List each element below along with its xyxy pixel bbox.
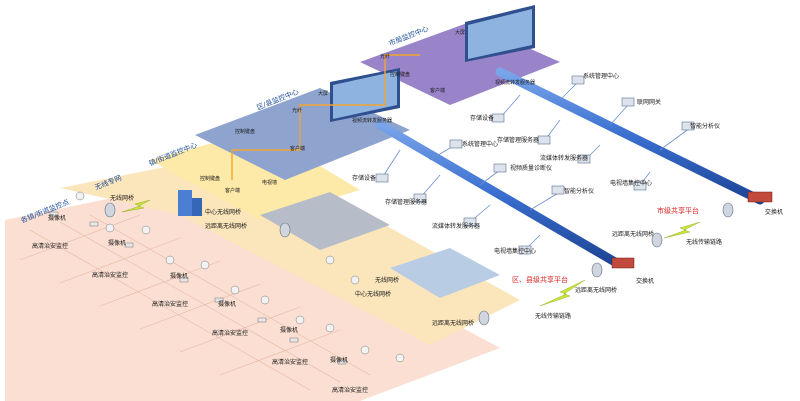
camera-label-6: 摄像机 — [330, 356, 348, 364]
district-vserver-label: 视频流转发服务器 — [352, 117, 392, 124]
district-keyboard-label: 控制键盘 — [235, 128, 255, 135]
city-remote-bridge-label: 远距离无线网桥 — [612, 230, 654, 238]
center-bridge-label-1: 中心无线网桥 — [205, 208, 241, 216]
district-big-screen — [330, 68, 400, 122]
camera-grid — [19, 214, 371, 391]
street-center-platform-2 — [390, 248, 500, 298]
district-client-label: 客户端 — [290, 145, 305, 152]
city-tvwall-ctrl-label: 电视墙集控中心 — [610, 179, 652, 187]
city-wireless-link-label: 无线传输链路 — [686, 238, 722, 246]
city-vserver-label: 视频流转发服务器 — [495, 79, 535, 86]
city-gateway-label: 联网网关 — [637, 98, 661, 106]
wireless-link-bolts — [121, 199, 701, 307]
street-center-platform — [260, 192, 390, 250]
street-center-zone — [150, 130, 360, 220]
city-screen-label: 大屏 — [455, 29, 465, 36]
district-share-platform-label: 区、县级共享平台 — [512, 275, 568, 284]
district-media-label: 流媒体转发服务器 — [432, 222, 480, 230]
hd-monitoring-label-2: 高清治安监控 — [92, 271, 128, 279]
camera-label-3: 摄像机 — [170, 272, 188, 280]
city-sysmgmt-label: 系统管理中心 — [583, 72, 619, 80]
district-analyzer-label: 智能分析仪 — [564, 187, 594, 195]
camera-label-5: 摄像机 — [280, 326, 298, 334]
center-bridge-label-2: 中心无线网桥 — [355, 290, 391, 298]
camera-label-2: 摄像机 — [108, 239, 126, 247]
antenna-icon — [104, 202, 734, 326]
camera-label-4: 摄像机 — [218, 300, 236, 308]
city-switch-label: 交换机 — [765, 208, 783, 216]
hd-monitoring-label-5: 高清治安监控 — [272, 358, 308, 366]
district-sysmgmt-label: 系统管理中心 — [462, 140, 498, 148]
fiber-label-2: 光纤 — [292, 107, 302, 114]
wireless-bridge-label-2: 无线网桥 — [375, 276, 399, 284]
servers — [375, 75, 695, 255]
hd-monitoring-label-4: 高清治安监控 — [212, 329, 248, 337]
street-tvwall-label: 电视墙 — [262, 179, 277, 186]
district-storage-mgmt-label: 存储管理服务器 — [385, 198, 427, 206]
street-keyboard-label: 控制键盘 — [200, 175, 220, 182]
camera-label-1: 摄像机 — [48, 214, 66, 222]
district-switch-label: 交换机 — [636, 277, 654, 285]
city-media-label: 流媒体转发服务器 — [540, 154, 588, 162]
city-keyboard-label: 控制键盘 — [390, 71, 410, 78]
street-zone-yellow — [60, 150, 520, 345]
switch-icon — [611, 191, 773, 269]
wireless-bridge-label-1: 无线网桥 — [110, 194, 134, 202]
point-zone-pink — [5, 182, 500, 401]
building-icon — [178, 190, 202, 216]
hd-monitoring-label-6: 高清治安监控 — [332, 386, 368, 394]
backbone-pipes — [375, 67, 765, 267]
district-wireless-link-label: 无线传输链路 — [535, 312, 571, 320]
street-client-label: 客户端 — [225, 187, 240, 194]
fiber-label-1: 光纤 — [380, 53, 390, 60]
street-remote-bridge-label-2: 远距离无线网桥 — [205, 222, 247, 230]
city-share-platform-label: 市级共享平台 — [657, 206, 699, 215]
fiber-links — [231, 54, 420, 180]
city-analyzer-label: 智能分析仪 — [690, 122, 720, 130]
city-big-screen — [465, 5, 535, 62]
district-storage-label: 存储设备 — [352, 174, 376, 182]
box-camera-icon — [49, 211, 347, 365]
camera-icon — [75, 191, 405, 363]
city-storage-mgmt-label: 存储管理服务器 — [497, 136, 539, 144]
hd-monitoring-label-1: 高清治安监控 — [32, 242, 68, 250]
hd-monitoring-label-3: 高清治安监控 — [152, 300, 188, 308]
district-screen-label: 大屏 — [318, 90, 328, 97]
district-diagnosis-label: 视频质量诊断仪 — [510, 164, 552, 172]
district-tvwall-ctrl-label: 电视墙集控中心 — [494, 247, 536, 255]
district-remote-bridge-label: 远距离无线网桥 — [575, 286, 617, 294]
city-client-label: 客户端 — [430, 87, 445, 94]
city-storage-label: 存储设备 — [470, 114, 494, 122]
street-remote-bridge-label: 远距离无线网桥 — [432, 319, 474, 327]
